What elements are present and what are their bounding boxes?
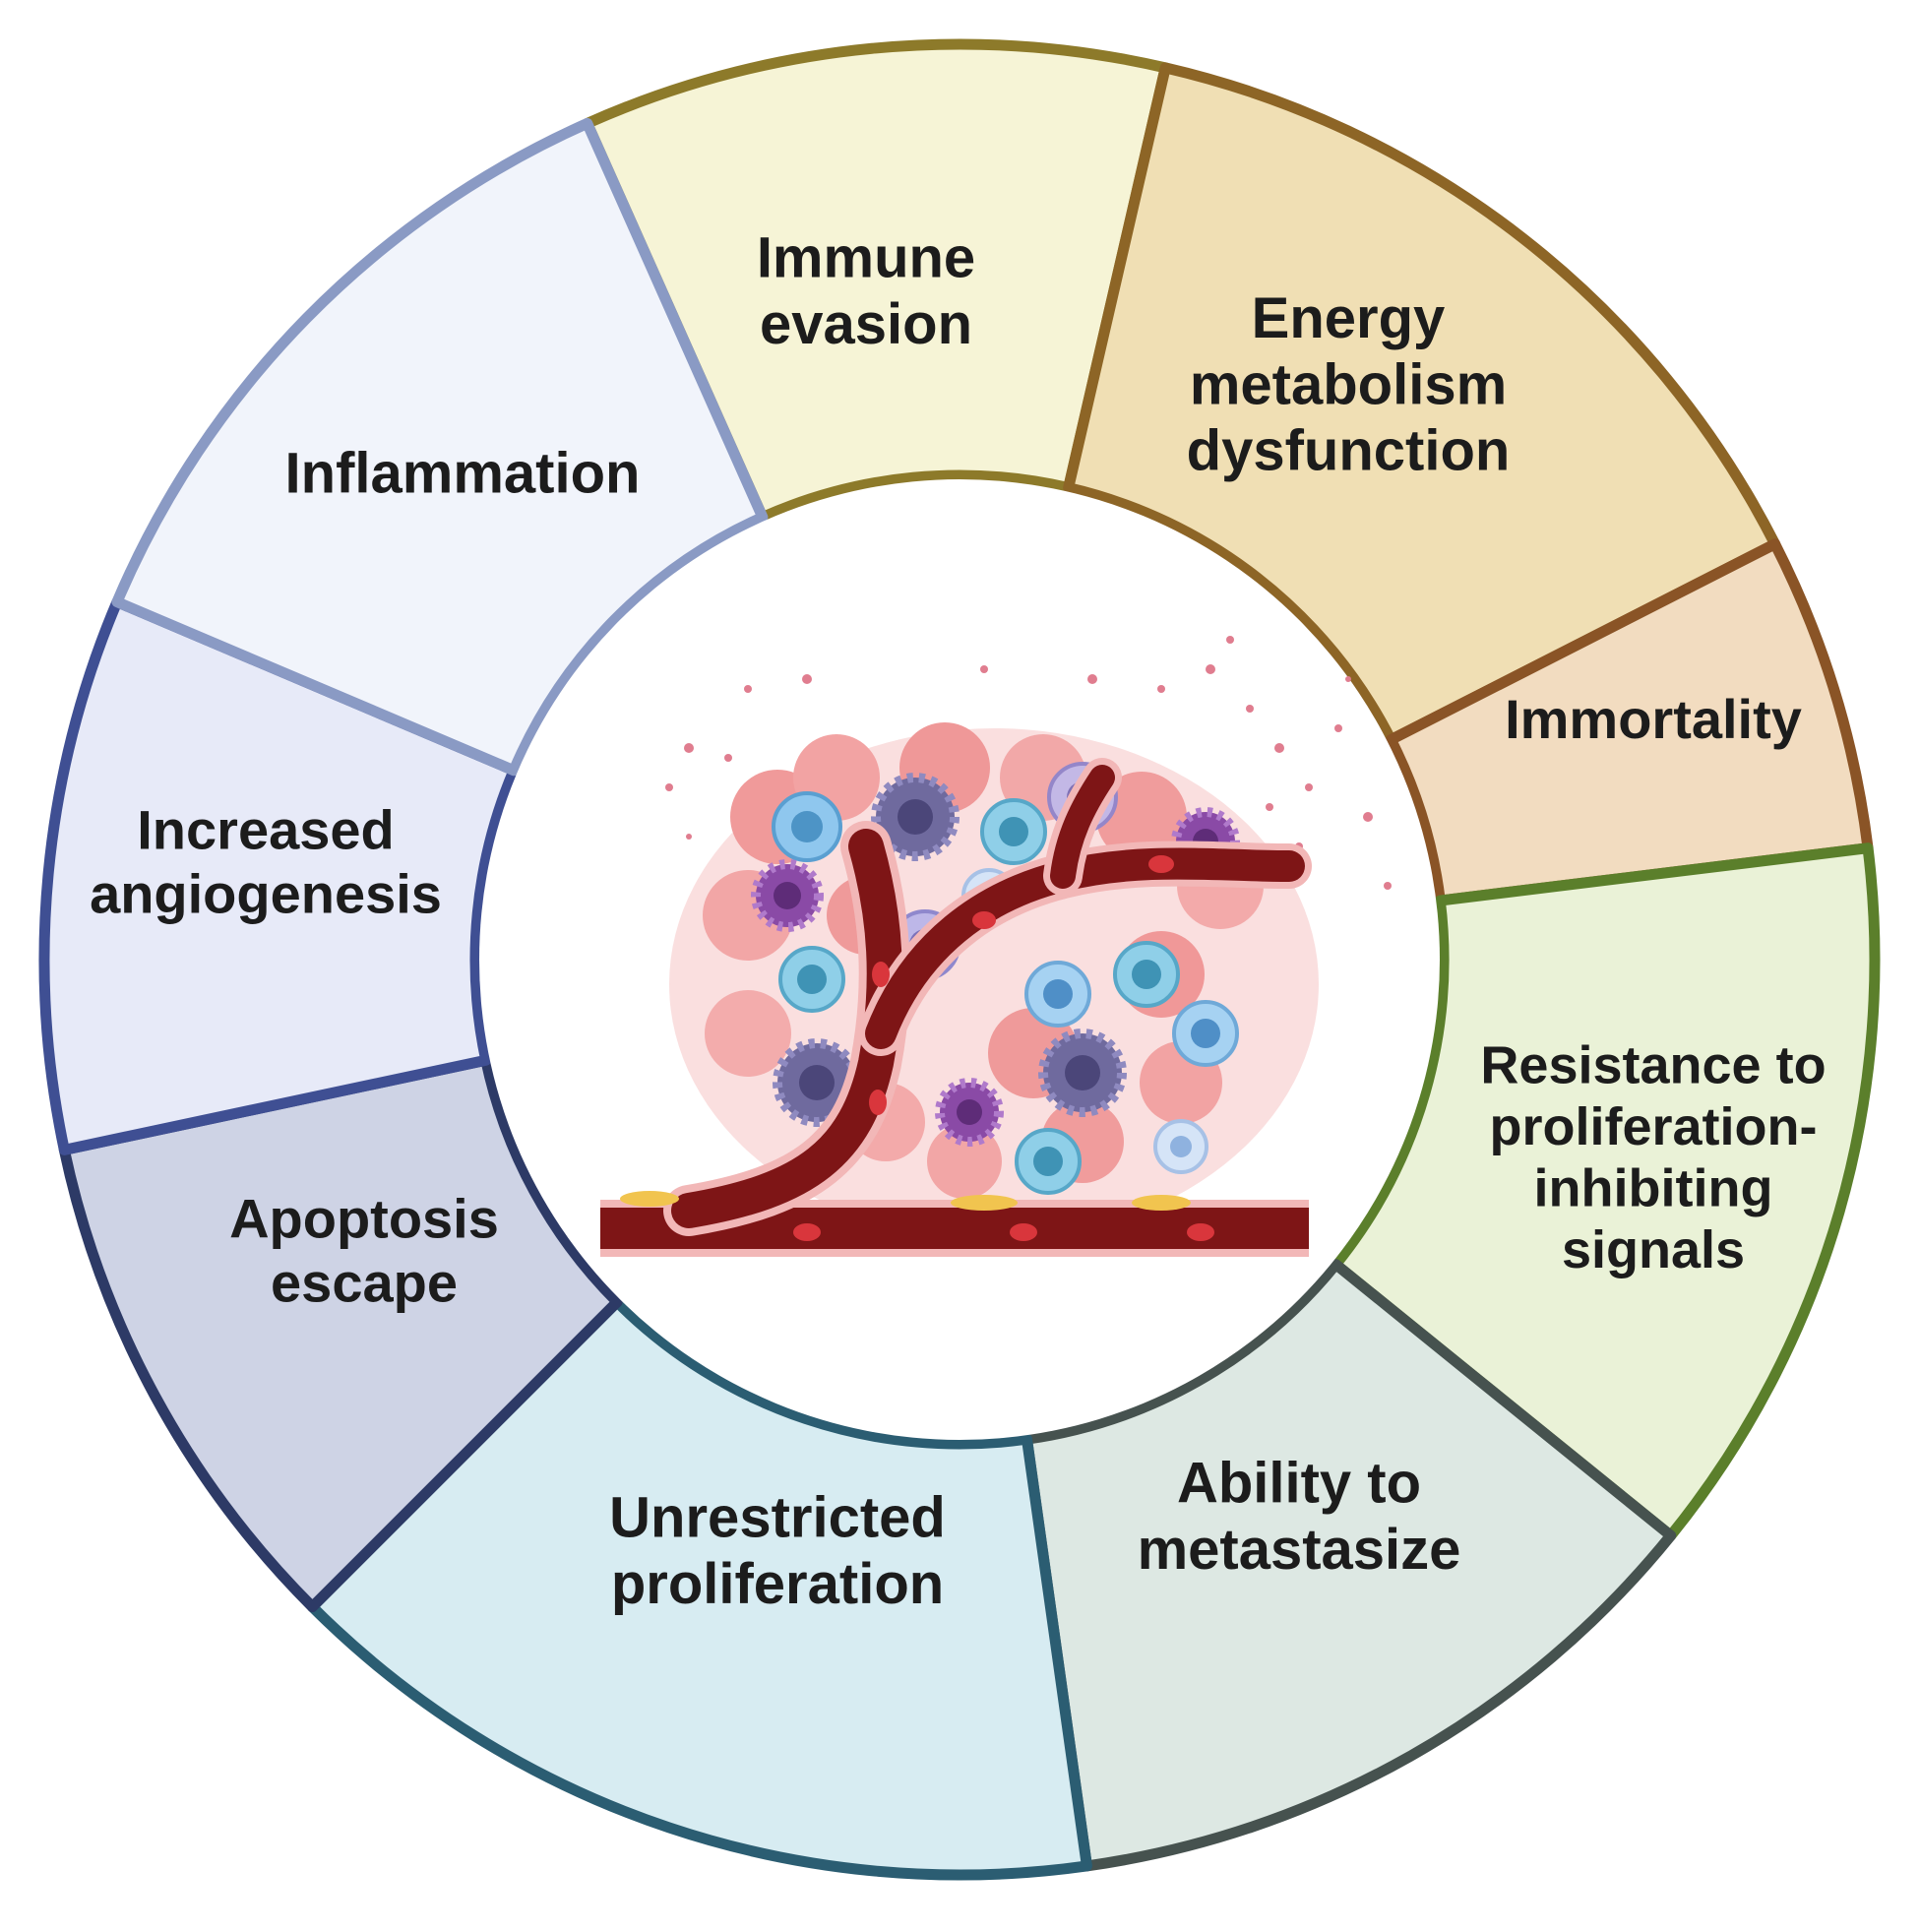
segment-label-line: proliferation	[611, 1552, 944, 1616]
segment-label-line: Resistance to	[1480, 1035, 1826, 1094]
segment-label-line: Increased	[137, 798, 395, 860]
segment-label-line: angiogenesis	[90, 862, 442, 924]
segment-shape	[38, 596, 520, 1155]
segment-label-line: evasion	[760, 292, 972, 356]
segment-shape	[58, 1054, 623, 1613]
segment-label-line: Inflammation	[285, 441, 641, 505]
segment-shape	[1330, 842, 1881, 1541]
segment-label-line: signals	[1562, 1220, 1745, 1279]
center-illustration	[479, 479, 1440, 1440]
segment-shape	[111, 117, 769, 777]
segment-label-line: Apoptosis	[229, 1187, 499, 1249]
segment-shape	[306, 1296, 1092, 1881]
segment-resistance-to-proliferation-inhibiting-signals: Resistance toproliferation-inhibitingsig…	[1330, 842, 1881, 1541]
segment-inflammation: Inflammation	[111, 117, 769, 777]
segment-label-line: Immortality	[1505, 688, 1802, 750]
segment-label-line: Immune	[757, 226, 975, 290]
segment-label-line: metastasize	[1138, 1518, 1461, 1582]
immune-cells	[772, 762, 1239, 1195]
segment-label-line: Unrestricted	[609, 1486, 946, 1550]
segment-shape	[582, 38, 1171, 524]
segment-label-line: metabolism	[1190, 352, 1507, 416]
segment-label-line: Ability to	[1177, 1452, 1421, 1516]
segment-label-line: dysfunction	[1187, 419, 1511, 483]
segment-shape	[1021, 1259, 1677, 1872]
blood-vessel	[600, 758, 1312, 1257]
segment-shape	[1063, 62, 1781, 746]
signal-dots	[665, 636, 1392, 890]
segment-label-line: Energy	[1252, 286, 1446, 350]
segment-label-line: inhibiting	[1534, 1159, 1773, 1218]
segment-label-line: escape	[271, 1251, 458, 1313]
segment-label-line: proliferation-	[1490, 1097, 1818, 1156]
